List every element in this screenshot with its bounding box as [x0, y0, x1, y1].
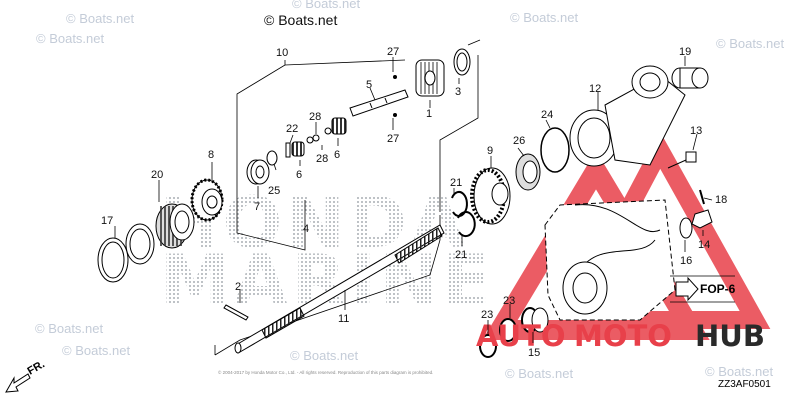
part-21-snap-ring-upper: [451, 191, 468, 217]
callout-20: 20: [151, 169, 163, 181]
callout-26: 26: [513, 135, 525, 147]
part-19-needle-bearing: [671, 67, 709, 89]
part-23-washer-upper: [499, 318, 517, 342]
callout-6-right: 6: [334, 149, 340, 161]
part-14-nut: [691, 209, 713, 229]
watermarks: © Boats.net © Boats.net © Boats.net © Bo…: [35, 0, 785, 381]
callout-15: 15: [528, 347, 540, 359]
part-18-cotter-pin: [699, 189, 705, 205]
callout-10: 10: [276, 47, 288, 59]
callout-17: 17: [101, 215, 113, 227]
marine-watermark-text: MARINE: [160, 240, 494, 322]
callout-21-upper: 21: [450, 177, 462, 189]
callout-28-bottom: 28: [316, 153, 328, 165]
part-28-balls: [306, 127, 332, 144]
part-6-spring-right: [331, 117, 347, 135]
boats-watermark: © Boats.net: [505, 366, 574, 381]
callout-16: 16: [680, 255, 692, 267]
boats-watermark: © Boats.net: [716, 36, 785, 51]
callout-14: 14: [698, 239, 710, 251]
diagram-code: ZZ3AF0501: [718, 379, 771, 390]
callout-labels: 1 2 3 4 5 6 6 7 8 9 10 11 12 13 14 15 16…: [101, 46, 727, 359]
callout-13: 13: [690, 125, 702, 137]
callout-1: 1: [426, 108, 432, 120]
part-26-bearing: [515, 153, 541, 191]
callout-27-top: 27: [387, 46, 399, 58]
part-25-washer: [266, 150, 278, 166]
part-7-collar: [246, 159, 270, 185]
callout-25: 25: [268, 185, 280, 197]
boats-watermark: © Boats.net: [62, 343, 131, 358]
part-11-propeller-shaft: [234, 224, 445, 354]
part-3-ring: [453, 48, 471, 76]
part-13-bolt: [667, 151, 697, 169]
boats-watermark: © Boats.net: [35, 321, 104, 336]
part-5-shift-rod: [349, 89, 409, 117]
callout-11: 11: [338, 313, 349, 325]
footer-copyright: © 2004-2017 by Honda Motor Co., Ltd. - A…: [218, 369, 433, 375]
boats-watermark: © Boats.net: [36, 31, 105, 46]
part-2-key: [223, 304, 249, 321]
callout-18: 18: [715, 194, 727, 206]
callout-28-top: 28: [309, 111, 321, 123]
callout-9: 9: [487, 145, 493, 157]
callout-7: 7: [254, 201, 260, 213]
callout-27-bottom: 27: [387, 133, 399, 145]
part-8-bevel-gear: [190, 178, 224, 222]
boats-watermark: © Boats.net: [510, 10, 579, 25]
part-22-pin: [285, 142, 291, 158]
boats-watermark: © Boats.net: [290, 348, 359, 363]
boats-copyright: © Boats.net: [264, 12, 337, 28]
callout-19: 19: [679, 46, 691, 58]
part-24-oring: [540, 127, 570, 173]
boats-watermark: © Boats.net: [66, 11, 135, 26]
callout-4: 4: [303, 223, 309, 235]
callout-12: 12: [589, 83, 601, 95]
part-21-snap-ring-lower: [457, 211, 476, 238]
callout-21-lower: 21: [455, 249, 467, 261]
callout-2: 2: [235, 281, 241, 293]
part-27-pins: [393, 75, 397, 117]
propeller: [544, 199, 676, 321]
fop-label: FOP-6: [700, 282, 736, 296]
part-15-spacer: [521, 307, 549, 333]
part-17-oring: [97, 237, 129, 283]
part-6-spring-left: [291, 141, 305, 157]
callout-6-left: 6: [296, 169, 302, 181]
callout-23-lower: 23: [481, 309, 493, 321]
part-9-bevel-gear: [470, 167, 511, 225]
boats-watermark: © Boats.net: [705, 364, 774, 379]
boats-watermark: © Boats.net: [292, 0, 361, 11]
logo-auto: AUTO: [476, 319, 566, 353]
part-16-washer: [679, 217, 693, 239]
callout-8: 8: [208, 149, 214, 161]
leader-lines: [114, 56, 713, 343]
callout-3: 3: [455, 86, 461, 98]
front-label: FR.: [26, 358, 47, 377]
callout-22: 22: [286, 123, 298, 135]
logo-moto: MOTO: [574, 319, 672, 353]
fop-reference: FOP-6: [670, 275, 736, 303]
callout-23-upper: 23: [503, 295, 515, 307]
automotohub-logo: AUTO MOTO HUB: [476, 319, 765, 353]
part-1-dog-clutch: [415, 59, 445, 97]
front-direction-arrow: FR.: [5, 358, 47, 393]
logo-hub: HUB: [695, 319, 765, 353]
callout-24: 24: [541, 109, 553, 121]
part-bearing-race: [125, 223, 155, 265]
part-12-bearing-holder: [569, 65, 686, 167]
part-20-roller-bearing: [155, 203, 195, 249]
callout-5: 5: [366, 79, 372, 91]
